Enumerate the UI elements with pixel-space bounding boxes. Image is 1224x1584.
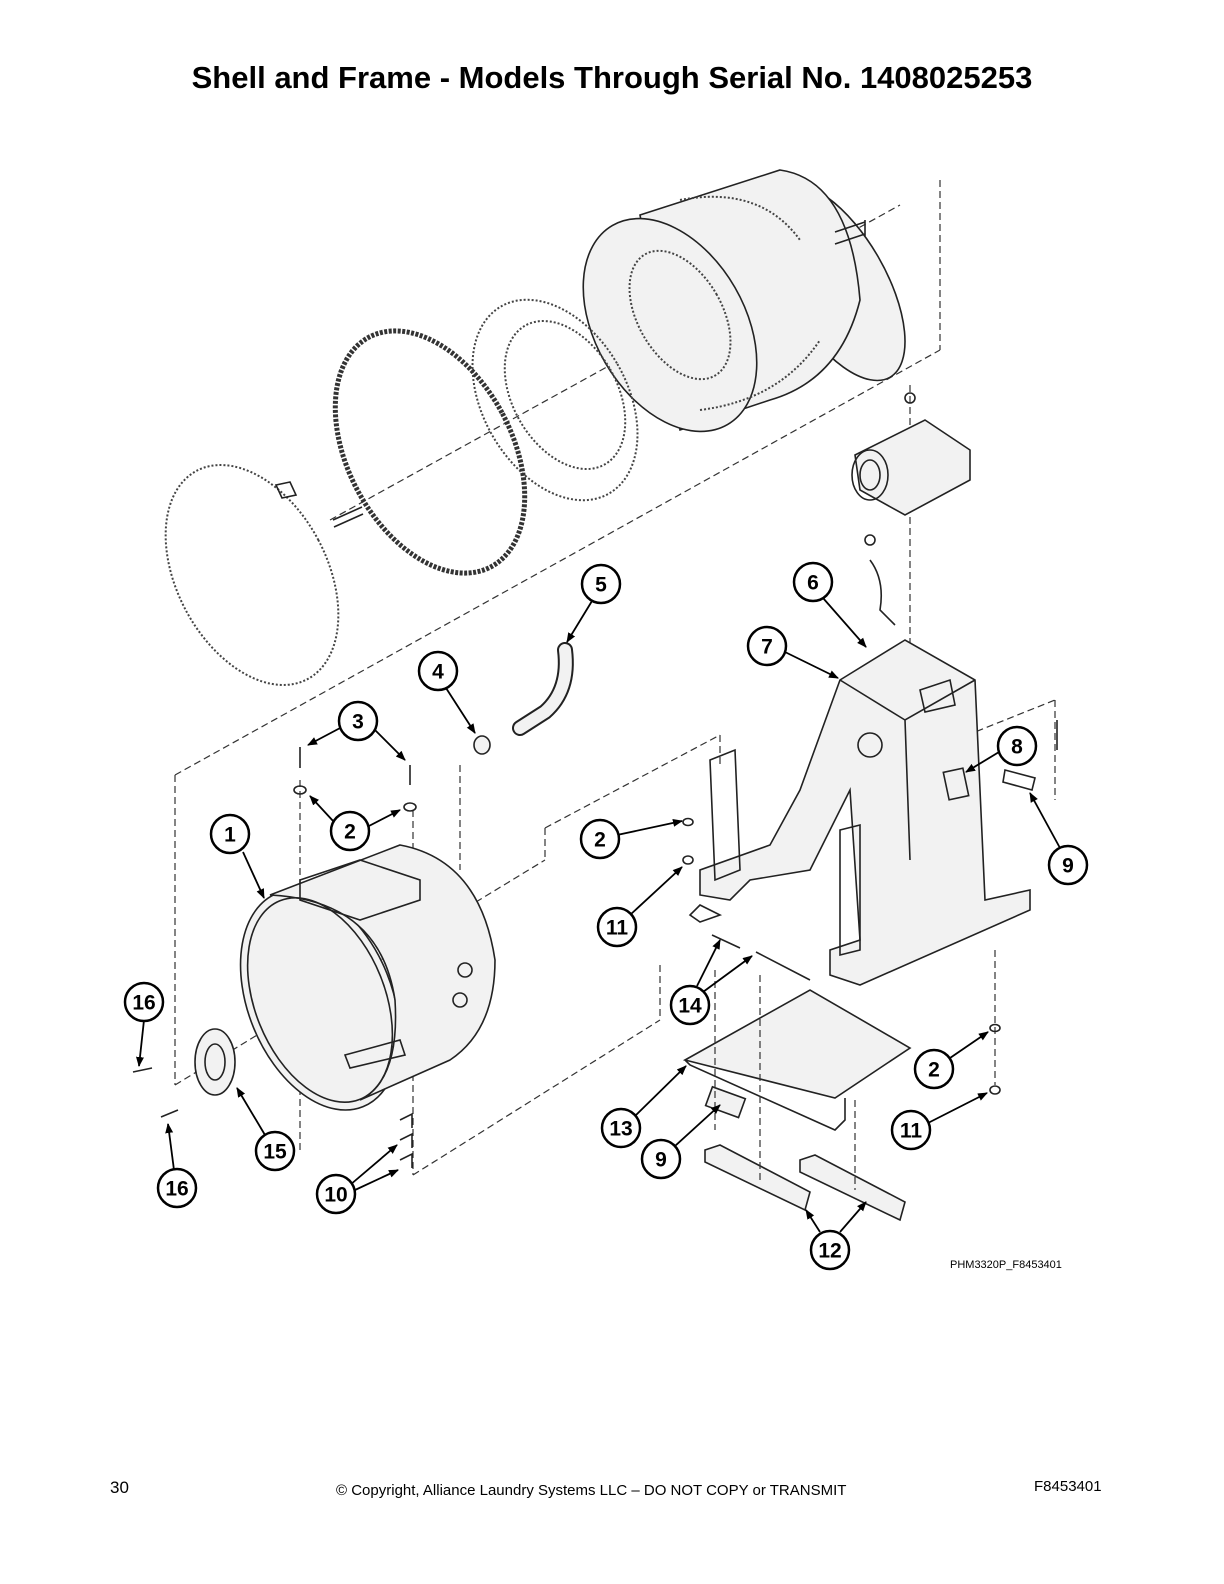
- base-plate-assembly: [682, 904, 1001, 1222]
- svg-text:2: 2: [928, 1059, 940, 1082]
- svg-text:3: 3: [352, 711, 364, 734]
- svg-text:16: 16: [165, 1178, 188, 1201]
- wash-drum: [582, 169, 906, 433]
- callout-11: 11: [890, 1092, 988, 1151]
- svg-text:10: 10: [324, 1184, 347, 1207]
- clamp-ring: [164, 464, 340, 686]
- drum-assembly-group: [164, 169, 941, 776]
- svg-text:11: 11: [900, 1120, 923, 1143]
- callout-9: 9: [640, 1104, 721, 1180]
- callout-1: 1: [209, 813, 265, 899]
- svg-text:1: 1: [224, 824, 236, 847]
- callout-2: 2: [913, 1031, 989, 1090]
- svg-text:11: 11: [606, 917, 629, 940]
- svg-text:16: 16: [132, 992, 155, 1015]
- svg-text:6: 6: [807, 572, 819, 595]
- svg-text:9: 9: [655, 1149, 667, 1172]
- door-gasket: [332, 328, 528, 576]
- svg-text:13: 13: [609, 1118, 632, 1141]
- svg-text:2: 2: [594, 829, 606, 852]
- svg-text:12: 12: [818, 1240, 841, 1263]
- callout-2: 2: [309, 795, 401, 852]
- callout-6: 6: [792, 561, 867, 648]
- bearing-housing: [851, 385, 971, 750]
- svg-text:9: 9: [1062, 855, 1074, 878]
- page-title: Shell and Frame - Models Through Serial …: [191, 60, 1033, 95]
- drain-hose: [473, 642, 574, 755]
- svg-text:14: 14: [678, 995, 702, 1018]
- figure-code: PHM3320P_F8453401: [950, 1259, 1062, 1271]
- callout-5: 5: [566, 563, 622, 643]
- callout-3: 3: [307, 700, 406, 761]
- callout-7: 7: [746, 625, 839, 679]
- callout-11: 11: [596, 866, 683, 948]
- outer-shell: [132, 747, 661, 1176]
- callout-13: 13: [600, 1065, 687, 1149]
- svg-text:2: 2: [344, 821, 356, 844]
- svg-text:8: 8: [1011, 736, 1023, 759]
- svg-text:15: 15: [263, 1141, 287, 1164]
- callout-14: 14: [669, 939, 753, 1026]
- callout-16: 16: [123, 981, 165, 1067]
- callout-15: 15: [236, 1087, 296, 1172]
- svg-text:5: 5: [595, 574, 607, 597]
- callout-12: 12: [805, 1201, 867, 1271]
- front-ring: [471, 298, 639, 502]
- callout-8: 8: [965, 725, 1038, 773]
- callout-2: 2: [579, 818, 683, 860]
- callout-10: 10: [315, 1144, 399, 1215]
- callout-9: 9: [1029, 792, 1089, 886]
- callout-16: 16: [156, 1123, 198, 1209]
- page-number: 30: [110, 1478, 129, 1497]
- copyright-notice: © Copyright, Alliance Laundry Systems LL…: [336, 1482, 847, 1499]
- svg-text:7: 7: [761, 636, 773, 659]
- callout-4: 4: [417, 650, 476, 734]
- svg-text:4: 4: [432, 661, 444, 684]
- machine-frame: [544, 639, 1058, 1085]
- document-code: F8453401: [1034, 1478, 1102, 1495]
